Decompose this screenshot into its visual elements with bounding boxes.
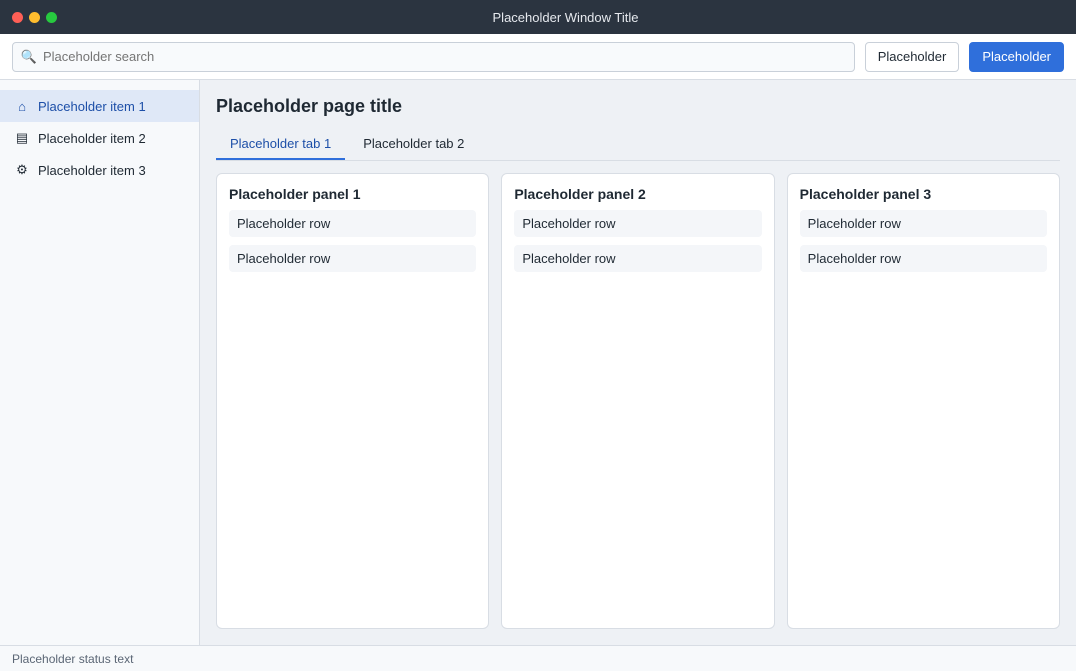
- tab-2[interactable]: Placeholder tab 2: [363, 136, 465, 151]
- panel-title: Placeholder panel 3: [799, 186, 932, 202]
- status-bar: Placeholder status text: [0, 645, 1076, 671]
- tab-1[interactable]: Placeholder tab 1: [216, 129, 346, 160]
- page-title: Placeholder page title: [216, 96, 403, 116]
- list-item[interactable]: Placeholder row: [514, 245, 762, 272]
- toolbar: 🔍 Placeholder Placeholder: [0, 34, 1076, 80]
- sidebar-item-label: Placeholder item 1: [38, 98, 146, 114]
- list-item[interactable]: Placeholder row: [229, 210, 477, 237]
- title-bar: Placeholder Window Title: [0, 0, 1076, 34]
- panel-title: Placeholder panel 1: [229, 186, 361, 202]
- search-input[interactable]: [43, 49, 846, 64]
- content-area: Placeholder page title Placeholder tab 1…: [200, 80, 1076, 645]
- sidebar-item-label: Placeholder item 3: [38, 162, 146, 178]
- window-title: Placeholder Window Title: [492, 9, 639, 25]
- sidebar-item-3[interactable]: ⚙ Placeholder item 3: [0, 154, 199, 186]
- search-icon: 🔍: [20, 48, 38, 64]
- sidebar: ⌂ Placeholder item 1 ▤ Placeholder item …: [0, 80, 200, 645]
- primary-action-button[interactable]: Placeholder: [969, 41, 1064, 72]
- search-box[interactable]: 🔍: [12, 41, 855, 72]
- sidebar-item-label: Placeholder item 2: [38, 130, 146, 146]
- list-item[interactable]: Placeholder row: [799, 245, 1047, 272]
- maximize-window-button[interactable]: [46, 11, 57, 23]
- list-item[interactable]: Placeholder row: [799, 210, 1047, 237]
- main-area: ⌂ Placeholder item 1 ▤ Placeholder item …: [0, 80, 1076, 645]
- list-item[interactable]: Placeholder row: [229, 245, 477, 272]
- close-window-button[interactable]: [12, 11, 23, 23]
- list-item[interactable]: Placeholder row: [514, 210, 762, 237]
- panel-row: Placeholder panel 1 Placeholder row Plac…: [216, 173, 1060, 629]
- window-controls: [12, 11, 57, 23]
- secondary-action-button[interactable]: Placeholder: [864, 41, 960, 72]
- panel-2: Placeholder panel 2 Placeholder row Plac…: [501, 173, 775, 629]
- sidebar-item-1[interactable]: ⌂ Placeholder item 1: [0, 90, 199, 122]
- minimize-window-button[interactable]: [29, 11, 40, 23]
- home-icon: ⌂: [18, 98, 26, 114]
- panel-3: Placeholder panel 3 Placeholder row Plac…: [786, 173, 1060, 629]
- folder-icon: ▤: [15, 130, 29, 145]
- panel-title: Placeholder panel 2: [514, 186, 646, 202]
- panel-1: Placeholder panel 1 Placeholder row Plac…: [216, 173, 490, 629]
- gear-icon: ⚙: [16, 162, 28, 177]
- status-text: Placeholder status text: [12, 651, 134, 666]
- tab-bar: Placeholder tab 1 Placeholder tab 2: [216, 129, 1060, 161]
- sidebar-item-2[interactable]: ▤ Placeholder item 2: [0, 122, 199, 154]
